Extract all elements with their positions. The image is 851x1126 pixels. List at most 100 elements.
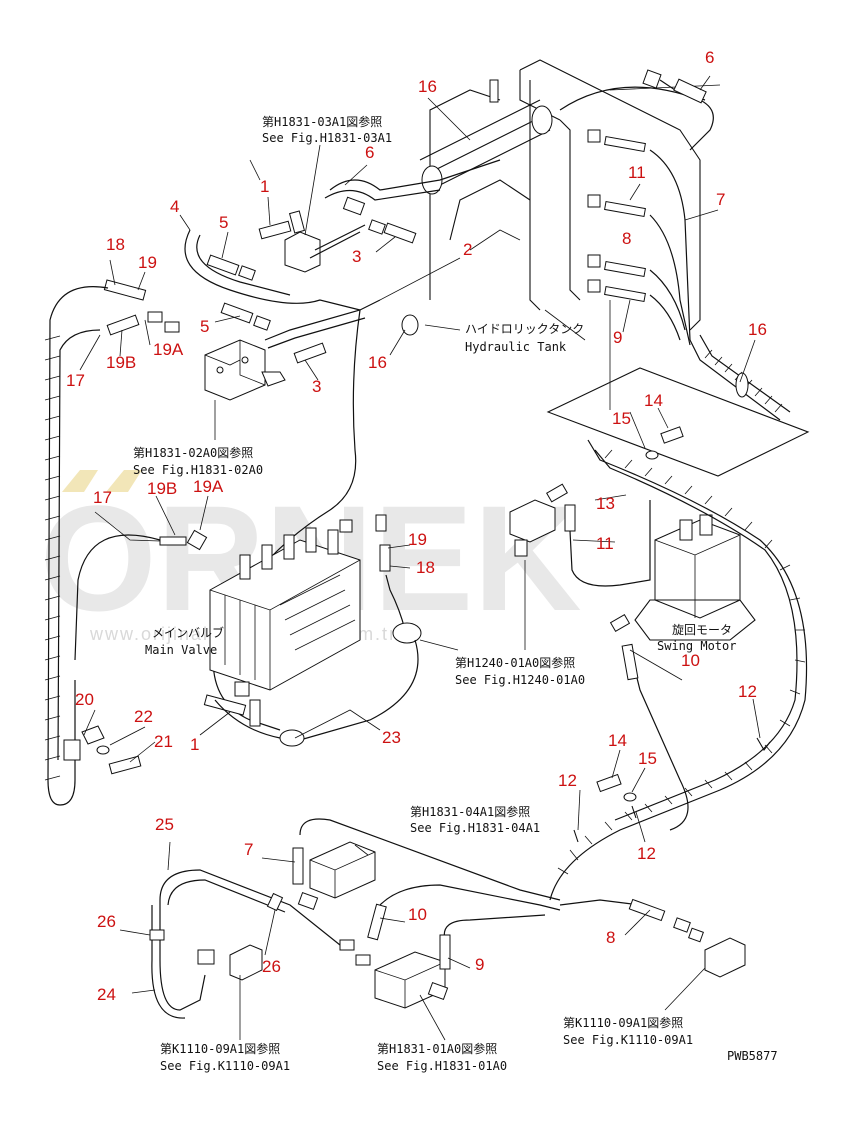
hose-18-19-mid — [214, 514, 422, 747]
callout-16-top: 16 — [418, 77, 437, 96]
bolt-14-15-top — [645, 426, 684, 460]
callout-25: 25 — [155, 815, 174, 834]
bolt-20-21-22 — [81, 725, 142, 775]
callout-18-mid: 18 — [416, 558, 435, 577]
callout-8-low: 8 — [606, 928, 615, 947]
hose-4-inner — [196, 234, 291, 296]
callout-3-mid: 3 — [312, 377, 321, 396]
fitting-block-13 — [509, 483, 651, 587]
callout-11-top: 11 — [628, 163, 646, 182]
watermark-accent-left — [62, 470, 98, 492]
label-main-valve-jp: メインバルブ — [152, 625, 224, 640]
fitting-10-mid — [621, 643, 639, 681]
callout-17-top: 17 — [66, 371, 85, 390]
callout-16-mid: 16 — [368, 353, 387, 372]
callout-6-mid: 6 — [365, 143, 374, 162]
callout-19a-mid: 19A — [193, 477, 224, 496]
hose-6-middle — [329, 159, 501, 191]
ref-h1831-01a0-jp: 第H1831-01A0図参照 — [377, 1041, 497, 1056]
callout-8-top: 8 — [622, 229, 631, 248]
lower-valve-blocks — [197, 841, 746, 1009]
swing-motor-drawing — [609, 514, 756, 641]
callout-7-low: 7 — [244, 840, 253, 859]
callout-19-mid: 19 — [408, 530, 427, 549]
callout-12-right: 12 — [738, 682, 757, 701]
hose-6-middle-b — [324, 189, 441, 201]
callout-19-top: 19 — [138, 253, 157, 272]
callout-17-mid: 17 — [93, 488, 112, 507]
fitting-3-mid — [293, 342, 327, 364]
spiral-hose-12 — [549, 439, 808, 901]
callout-12-low: 12 — [637, 844, 656, 863]
callout-19b-mid: 19B — [147, 479, 177, 498]
ref-h1831-02a0-en: See Fig.H1831-02A0 — [133, 463, 263, 477]
ref-h1831-02a0-jp: 第H1831-02A0図参照 — [133, 445, 253, 460]
pipe-2-b — [267, 317, 366, 349]
floor-plate — [546, 367, 810, 477]
ref-k1110-09a1-right-jp: 第K1110-09A1図参照 — [563, 1015, 683, 1030]
label-main-valve-en: Main Valve — [145, 643, 217, 657]
callout-2: 2 — [463, 240, 472, 259]
callout-26-mid: 26 — [262, 957, 281, 976]
callout-4: 4 — [170, 197, 179, 216]
label-swing-motor-jp: 旋回モータ — [672, 623, 732, 637]
pipe-2 — [264, 299, 381, 341]
callout-20: 20 — [75, 690, 94, 709]
ref-h1240-01a0-en: See Fig.H1240-01A0 — [455, 673, 585, 687]
figure-references: 第H1831-03A1図参照 See Fig.H1831-03A1 第H1831… — [133, 114, 693, 1073]
callout-1-mid: 1 — [190, 735, 199, 754]
ref-h1831-04a1-en: See Fig.H1831-04A1 — [410, 821, 540, 835]
callout-11-mid: 11 — [596, 534, 614, 553]
callout-numbers: 6 16 6 1 11 7 4 5 8 18 19 2 3 5 19B 19A … — [66, 48, 767, 1004]
callout-15-top: 15 — [612, 409, 631, 428]
ref-h1831-01a0-en: See Fig.H1831-01A0 — [377, 1059, 507, 1073]
callout-14-top: 14 — [644, 391, 663, 410]
hose-10-mid — [629, 649, 689, 831]
callout-5-top: 5 — [219, 213, 228, 232]
spiral-hose-bundle-right — [689, 334, 791, 421]
callout-13: 13 — [596, 494, 615, 513]
callout-23: 23 — [382, 728, 401, 747]
callout-14-mid: 14 — [608, 731, 627, 750]
callout-26-left: 26 — [97, 912, 116, 931]
callout-16-right: 16 — [748, 320, 767, 339]
drawing-code: PWB5877 — [727, 1049, 778, 1063]
hose-17-mid — [74, 534, 161, 661]
lower-hoses — [149, 818, 641, 1019]
ref-h1831-04a1-jp: 第H1831-04A1図参照 — [410, 804, 530, 819]
ref-h1831-03a1-en: See Fig.H1831-03A1 — [262, 131, 392, 145]
fitting-19b-mid — [159, 536, 187, 546]
callout-12-mid: 12 — [558, 771, 577, 790]
top-left-block-assembly — [258, 196, 417, 273]
callout-10-mid: 10 — [681, 651, 700, 670]
callout-22: 22 — [134, 707, 153, 726]
ref-h1240-01a0-jp: 第H1240-01A0図参照 — [455, 655, 575, 670]
callout-7-top: 7 — [716, 190, 725, 209]
bolt-14-15-mid — [596, 773, 637, 802]
component-labels: ハイドロリックタンク Hydraulic Tank メインバルブ Main Va… — [145, 322, 778, 1063]
callout-21: 21 — [154, 732, 173, 751]
label-swing-motor-en: Swing Motor — [657, 639, 736, 653]
callout-18-top: 18 — [106, 235, 125, 254]
callout-6-top: 6 — [705, 48, 714, 67]
ref-k1110-09a1-left-jp: 第K1110-09A1図参照 — [160, 1041, 280, 1056]
callout-24: 24 — [97, 985, 116, 1004]
callout-19b-top: 19B — [106, 353, 136, 372]
callout-1-top: 1 — [260, 177, 269, 196]
callout-19a-top: 19A — [153, 340, 184, 359]
label-hydraulic-tank-jp: ハイドロリックタンク — [465, 322, 584, 336]
callout-9-low: 9 — [475, 955, 484, 974]
clamp-16-mid — [401, 314, 419, 336]
callout-5-mid: 5 — [200, 317, 209, 336]
callout-9-top: 9 — [613, 328, 622, 347]
hydraulic-tank-drawing — [419, 59, 721, 331]
fittings-5 — [206, 254, 271, 331]
clamp-26-left — [149, 929, 165, 941]
callout-10-low: 10 — [408, 905, 427, 924]
watermark-accent-right — [106, 470, 142, 492]
fitting-19a-mid — [186, 529, 208, 551]
label-hydraulic-tank-en: Hydraulic Tank — [465, 340, 567, 354]
spiral-hose-17-left — [44, 286, 109, 806]
callout-3-top: 3 — [352, 247, 361, 266]
